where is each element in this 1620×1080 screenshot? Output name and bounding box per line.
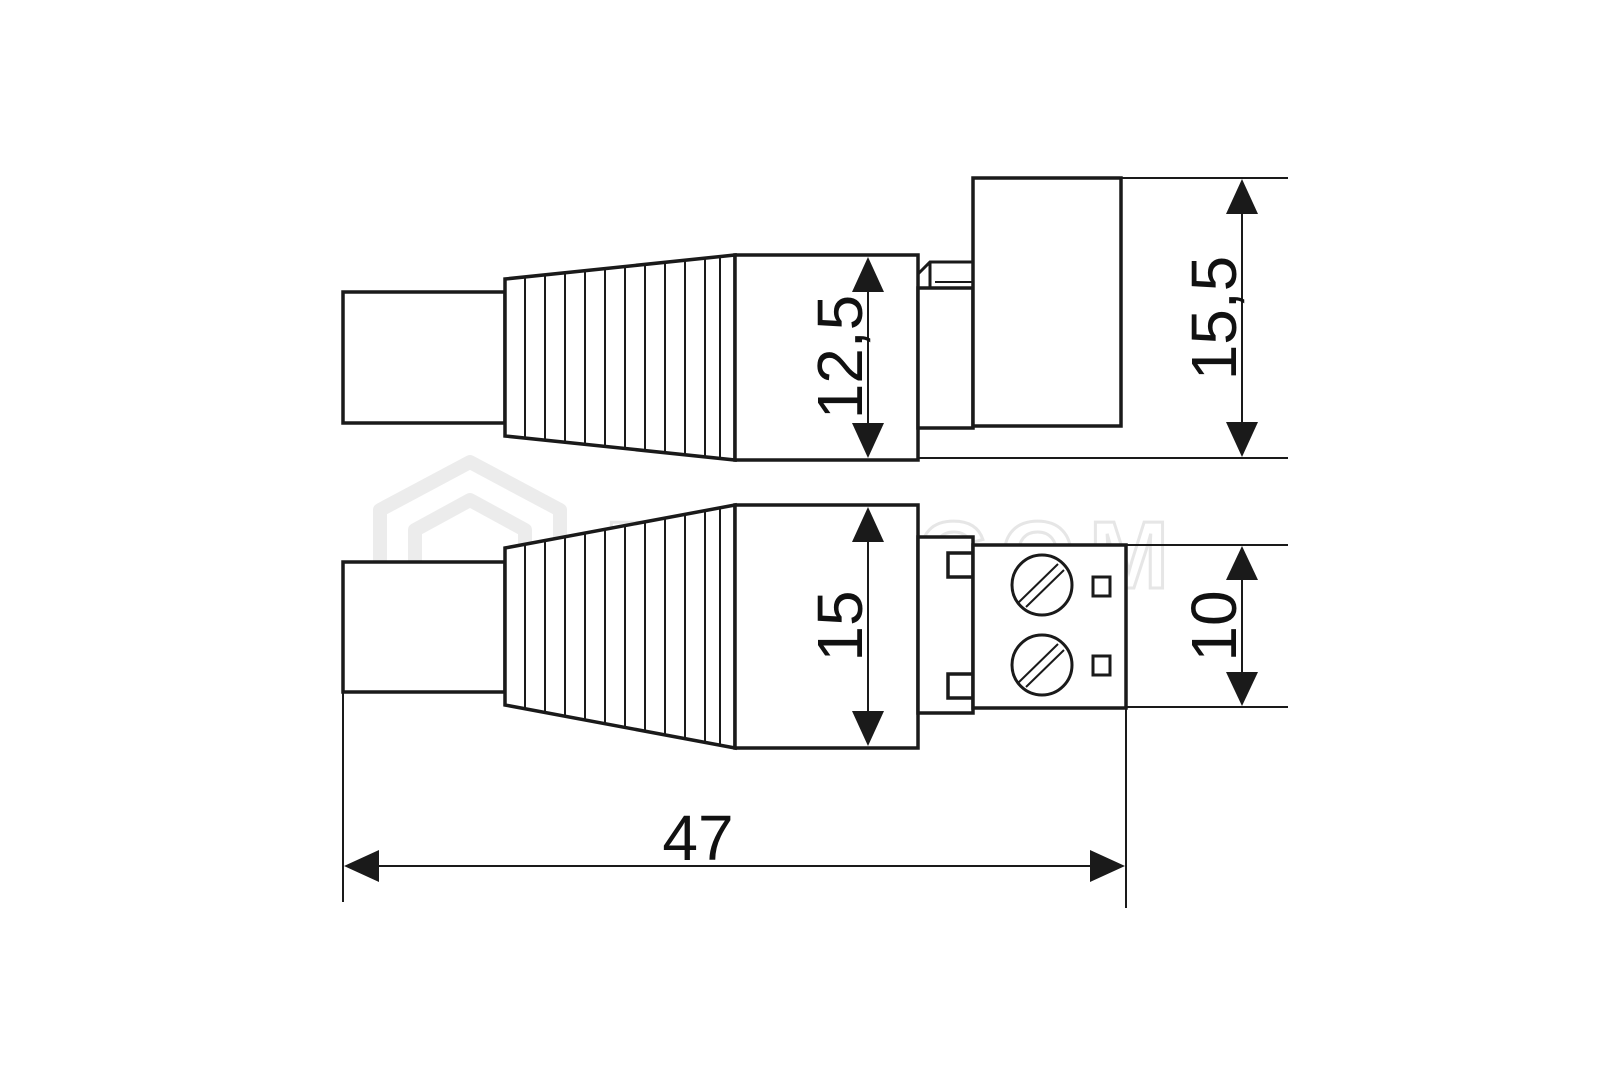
top-cable-sleeve	[341, 290, 507, 425]
top-body-block	[733, 253, 920, 462]
dim-top-head-height: 15,5	[918, 177, 1288, 459]
dim-bottom-terminal-height: 10	[1126, 544, 1288, 708]
top-head-block	[971, 176, 1123, 428]
bottom-connector	[341, 502, 1128, 751]
dim-label-bottom-body: 15	[804, 590, 876, 661]
flange-tab-top	[946, 551, 975, 579]
dim-label-top-head: 15,5	[1178, 256, 1250, 381]
dim-top-body-height: 12,5	[804, 257, 884, 458]
dim-label-top-body: 12,5	[804, 295, 876, 420]
screw-bottom-icon	[1010, 633, 1074, 697]
bottom-cable-sleeve	[341, 560, 507, 694]
top-ribbed-taper	[503, 253, 737, 462]
bottom-ribbed-taper	[503, 502, 737, 751]
terminal-block	[971, 543, 1128, 710]
terminal-hole-bottom	[1091, 654, 1112, 677]
dim-label-bottom-terminal: 10	[1178, 590, 1250, 661]
screw-top-icon	[1010, 553, 1074, 617]
dim-overall-length: 47	[342, 692, 1127, 908]
top-connector	[341, 176, 1123, 462]
flange-tab-bottom	[946, 672, 975, 700]
bottom-ribs	[524, 508, 721, 745]
dim-label-overall-length: 47	[662, 802, 733, 874]
top-latch-tab	[916, 260, 973, 276]
top-neck	[916, 286, 975, 430]
terminal-hole-top	[1091, 575, 1112, 598]
top-ribs	[524, 257, 721, 458]
bottom-body-block	[733, 503, 920, 750]
dim-bottom-body-height: 15	[804, 507, 884, 746]
